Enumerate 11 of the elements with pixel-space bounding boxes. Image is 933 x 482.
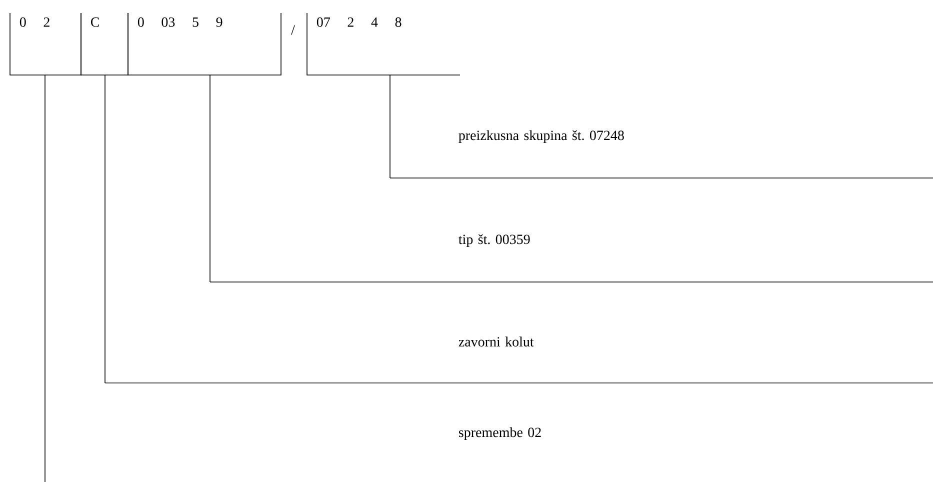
leader-line (104, 74, 106, 384)
separator-slash: / (291, 25, 295, 35)
code-box: 0 2 (10, 12, 82, 76)
description-text: spremembe 02 (459, 427, 541, 440)
underlined-description: tip št. 00359 (210, 234, 933, 282)
leader-line (44, 74, 46, 482)
code-box: 0 03 5 9 (128, 12, 282, 76)
code-box: C (80, 12, 128, 76)
underlined-description: zavorni kolut (104, 336, 933, 384)
code-box: 07 2 4 8 (306, 12, 460, 76)
underlined-description: preizkusna skupina št. 07248 (390, 130, 933, 178)
